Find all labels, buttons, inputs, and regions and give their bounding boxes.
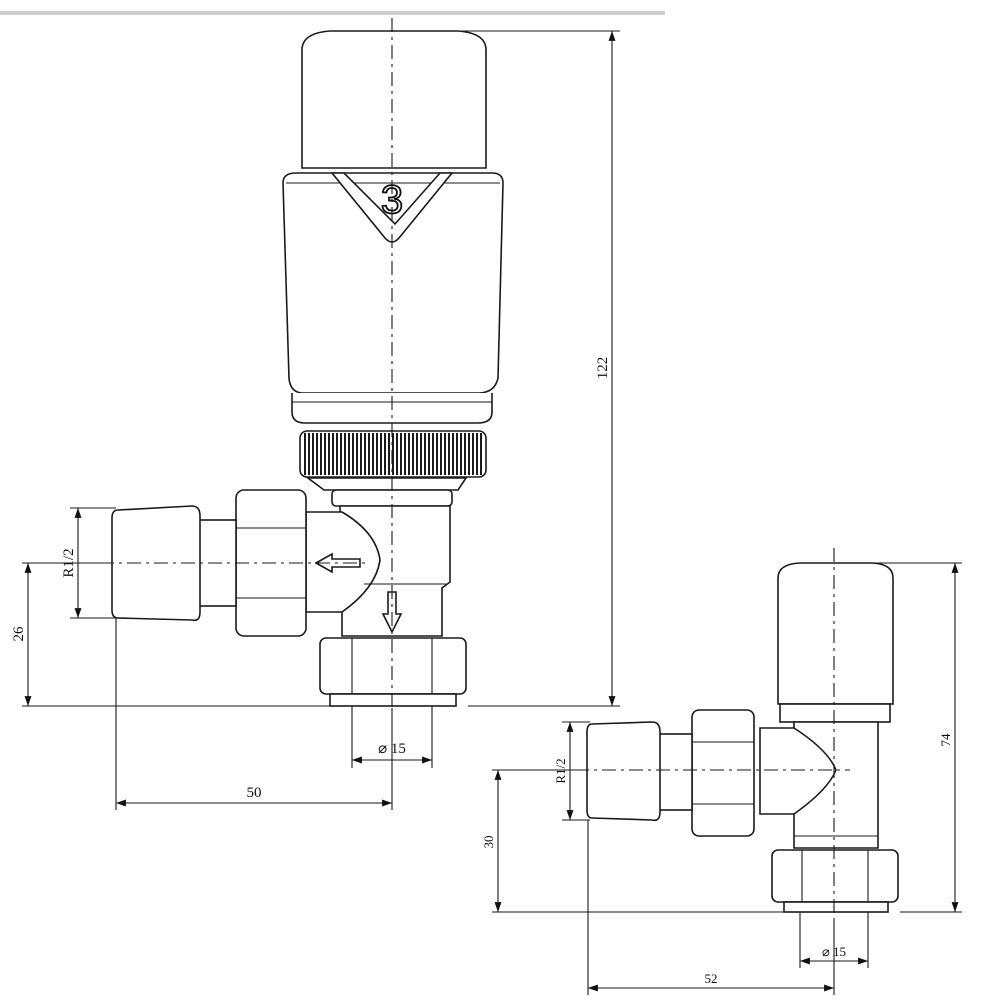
manual-lower-nut [771,849,899,903]
knurl-lines [304,433,482,475]
thermostat-cap [301,30,487,169]
thermostat-head [282,172,504,394]
thermostatic-valve: 3 [100,18,504,708]
thread-r12-label: R1/2 [61,548,77,577]
height-122-label: 122 [595,357,611,380]
offset-52-label: 52 [705,971,718,986]
lower-nut [319,637,467,695]
axis-26-label: 26 [11,626,27,642]
height-74-label: 74 [938,733,953,747]
manual-cap [777,562,894,705]
manual-valve [575,548,899,920]
manual-dimensions: 74 30 R1/2 ⌀ 15 52 [481,562,962,995]
offset-50-label: 50 [247,785,262,801]
manual-thread-r12-label: R1/2 [553,758,568,783]
manual-side-nut [691,709,755,837]
top-border-bar [0,11,665,15]
manual-tail-piece [586,721,661,822]
thermostatic-dimensions: 122 26 R1/2 ⌀ 15 50 [11,30,620,810]
axis-30-label: 30 [481,836,496,849]
